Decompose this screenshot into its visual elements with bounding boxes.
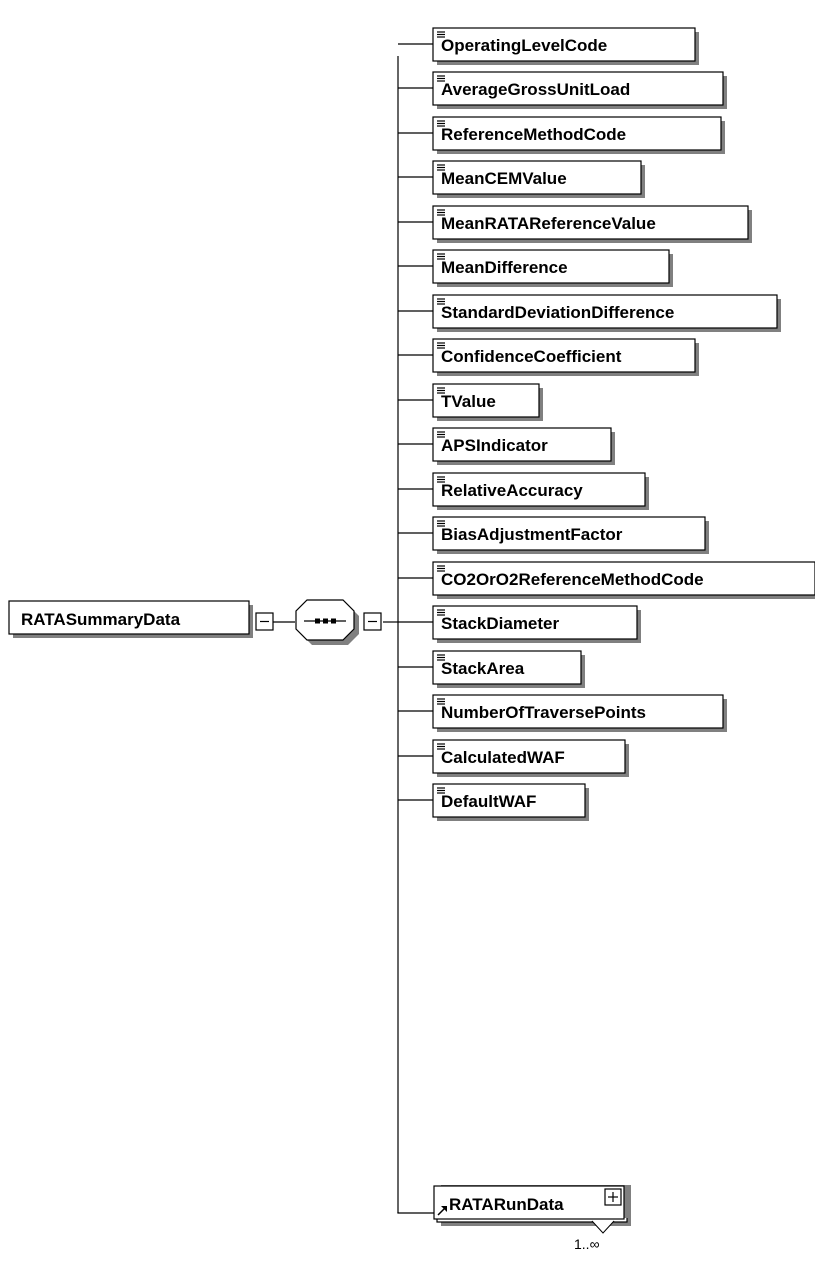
element-node[interactable]: MeanDifference xyxy=(432,249,673,287)
element-label: TValue xyxy=(441,392,496,411)
element-lines-icon xyxy=(437,209,445,216)
element-node[interactable]: OperatingLevelCode xyxy=(432,27,699,65)
element-node[interactable]: BiasAdjustmentFactor xyxy=(432,516,709,554)
element-lines-icon xyxy=(437,787,445,794)
element-lines-icon xyxy=(437,120,445,127)
element-node[interactable]: TValue xyxy=(432,383,543,421)
element-label: StandardDeviationDifference xyxy=(441,303,674,322)
sequence-dot-icon xyxy=(331,618,336,624)
element-label: ReferenceMethodCode xyxy=(441,125,626,144)
element-label: MeanDifference xyxy=(441,258,568,277)
element-label: OperatingLevelCode xyxy=(441,36,607,55)
element-node[interactable]: ConfidenceCoefficient xyxy=(432,338,699,376)
sequence-compositor[interactable] xyxy=(295,599,359,645)
element-lines-icon xyxy=(437,164,445,171)
compositor-collapse-icon[interactable] xyxy=(363,612,382,631)
root-element-node[interactable]: RATASummaryData xyxy=(8,600,253,638)
expand-icon[interactable] xyxy=(604,1188,622,1206)
element-label: BiasAdjustmentFactor xyxy=(441,525,623,544)
sequence-dot-icon xyxy=(315,618,320,624)
element-node[interactable]: CO2OrO2ReferenceMethodCode xyxy=(432,561,815,599)
element-node[interactable]: NumberOfTraversePoints xyxy=(432,694,727,732)
element-label: AverageGrossUnitLoad xyxy=(441,80,630,99)
element-lines-icon xyxy=(437,565,445,572)
element-label: DefaultWAF xyxy=(441,792,536,811)
element-lines-icon xyxy=(437,387,445,394)
root-element-label: RATASummaryData xyxy=(21,610,181,629)
element-node[interactable]: APSIndicator xyxy=(432,427,615,465)
root-collapse-icon[interactable] xyxy=(255,612,274,631)
ref-element-node[interactable]: RATARunData xyxy=(433,1185,631,1234)
element-node[interactable]: CalculatedWAF xyxy=(432,739,629,777)
element-lines-icon xyxy=(437,431,445,438)
element-label: CO2OrO2ReferenceMethodCode xyxy=(441,570,704,589)
element-node[interactable]: MeanCEMValue xyxy=(432,160,645,198)
element-label: StackDiameter xyxy=(441,614,560,633)
element-node[interactable]: ReferenceMethodCode xyxy=(432,116,725,154)
element-lines-icon xyxy=(437,342,445,349)
element-node[interactable]: DefaultWAF xyxy=(432,783,589,821)
element-label: NumberOfTraversePoints xyxy=(441,703,646,722)
element-lines-icon xyxy=(437,698,445,705)
connector-lines xyxy=(273,56,399,1213)
element-lines-icon xyxy=(437,654,445,661)
element-label: StackArea xyxy=(441,659,525,678)
ref-element-label: RATARunData xyxy=(449,1195,564,1214)
element-node[interactable]: AverageGrossUnitLoad xyxy=(432,71,727,109)
element-lines-icon xyxy=(437,743,445,750)
element-label: CalculatedWAF xyxy=(441,748,565,767)
element-label: APSIndicator xyxy=(441,436,548,455)
element-lines-icon xyxy=(437,609,445,616)
element-node[interactable]: MeanRATAReferenceValue xyxy=(432,205,752,243)
branch-line xyxy=(397,1212,434,1214)
element-lines-icon xyxy=(437,253,445,260)
element-node[interactable]: RelativeAccuracy xyxy=(432,472,649,510)
element-lines-icon xyxy=(437,476,445,483)
element-label: RelativeAccuracy xyxy=(441,481,583,500)
occurrence-notch xyxy=(591,1220,615,1234)
element-node[interactable]: StackDiameter xyxy=(432,605,641,643)
occurrence-label: 1..∞ xyxy=(574,1236,600,1252)
element-lines-icon xyxy=(437,75,445,82)
element-node[interactable]: StandardDeviationDifference xyxy=(432,294,781,332)
element-node[interactable]: StackArea xyxy=(432,650,585,688)
branch-lines xyxy=(397,43,434,1214)
element-lines-icon xyxy=(437,520,445,527)
reference-arrow-icon xyxy=(437,1206,447,1216)
element-label: MeanRATAReferenceValue xyxy=(441,214,656,233)
sequence-dot-icon xyxy=(323,618,328,624)
element-lines-icon xyxy=(437,31,445,38)
element-lines-icon xyxy=(437,298,445,305)
element-label: MeanCEMValue xyxy=(441,169,567,188)
element-label: ConfidenceCoefficient xyxy=(441,347,622,366)
